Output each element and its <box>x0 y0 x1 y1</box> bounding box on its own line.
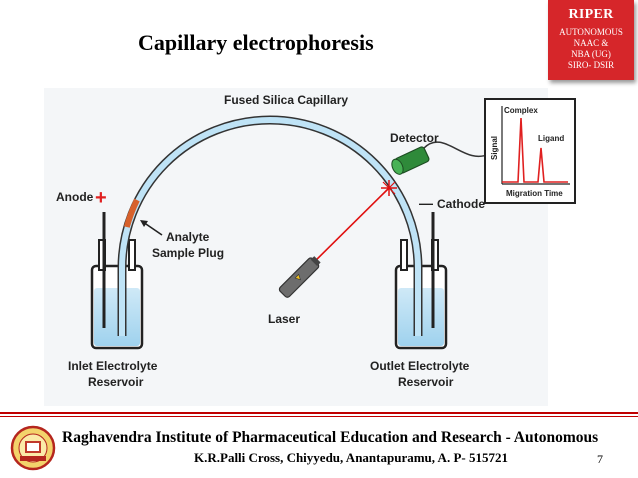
badge-line-2: NAAC & <box>573 38 609 48</box>
slide-title: Capillary electrophoresis <box>138 30 374 55</box>
analyte-arrow-head <box>140 220 148 227</box>
detector-label: Detector <box>390 131 439 145</box>
institute-address: K.R.Palli Cross, Chiyyedu, Anantapuramu,… <box>194 450 508 465</box>
riper-badge: RIPER AUTONOMOUS NAAC & NBA (UG) SIRO- D… <box>548 0 634 80</box>
outlet-label-line-1: Outlet Electrolyte <box>370 359 470 373</box>
inlet-label-line-1: Inlet Electrolyte <box>68 359 158 373</box>
cathode-label: Cathode <box>437 197 485 211</box>
laser-beam <box>305 187 390 271</box>
anode-plus-sign: + <box>95 187 107 209</box>
page-number: 7 <box>597 452 603 466</box>
institute-name: Raghavendra Institute of Pharmaceutical … <box>62 429 599 446</box>
badge-line-1: AUTONOMOUS <box>559 27 623 37</box>
institute-logo <box>10 425 56 471</box>
analyte-label-line-1: Analyte <box>166 230 210 244</box>
inlet-label-line-2: Reservoir <box>88 375 144 389</box>
peak-complex-label: Complex <box>504 106 538 115</box>
footer-divider <box>0 412 638 414</box>
badge-line-3: NBA (UG) <box>571 49 611 59</box>
capillary-label: Fused Silica Capillary <box>224 93 348 107</box>
fused-silica-capillary <box>117 115 423 336</box>
electropherogram-trace <box>502 117 568 183</box>
laser-warning-icon <box>294 273 301 281</box>
analyte-label-line-2: Sample Plug <box>152 246 224 260</box>
badge-name: RIPER <box>568 7 614 22</box>
outlet-label-line-2: Reservoir <box>398 375 454 389</box>
analyte-pointer-arrow <box>142 221 163 236</box>
cathode-minus-sign: — <box>419 195 433 211</box>
ce-diagram: Fused Silica Capillary Detector Anode + … <box>44 88 548 406</box>
badge-line-4: SIRO- DSIR <box>567 60 615 70</box>
detector-cable <box>423 141 490 157</box>
analyte-sample-plug <box>123 198 140 228</box>
plot-x-label: Migration Time <box>506 189 563 198</box>
plot-y-label: Signal <box>490 136 499 160</box>
anode-label: Anode <box>56 190 94 204</box>
detection-point-star <box>381 180 397 196</box>
laser-label: Laser <box>268 312 300 326</box>
electropherogram-box: Complex Ligand Migration Time Signal <box>484 98 576 204</box>
peak-ligand-label: Ligand <box>538 134 564 143</box>
footer-divider-thin <box>0 416 638 417</box>
inlet-electrolyte-liquid <box>94 288 140 346</box>
detector-device <box>391 146 430 175</box>
laser-device <box>278 256 321 298</box>
